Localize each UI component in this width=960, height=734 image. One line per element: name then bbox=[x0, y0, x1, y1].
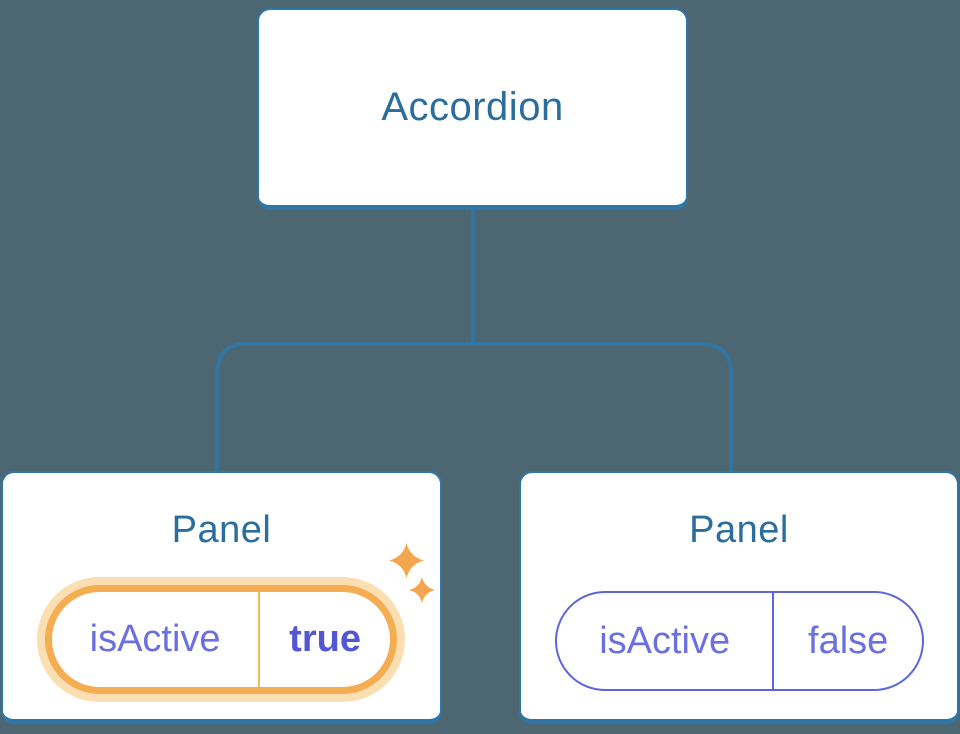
panel-node-label: Panel bbox=[689, 509, 789, 551]
panel-node-inactive: Panel isActive false bbox=[519, 471, 959, 724]
state-value-label: false bbox=[772, 593, 922, 689]
state-key-label: isActive bbox=[599, 619, 731, 662]
accordion-node: Accordion bbox=[257, 8, 688, 210]
panel-node-active: Panel isActive true bbox=[1, 471, 442, 724]
state-key-label: isActive bbox=[89, 618, 221, 660]
panel-node-label: Panel bbox=[171, 509, 272, 551]
state-pill-inactive: isActive false bbox=[555, 591, 924, 691]
state-pill-active: isActive true bbox=[45, 585, 397, 694]
state-value-label: true bbox=[258, 592, 390, 687]
sparkles-icon bbox=[389, 543, 435, 603]
accordion-node-label: Accordion bbox=[381, 85, 564, 129]
